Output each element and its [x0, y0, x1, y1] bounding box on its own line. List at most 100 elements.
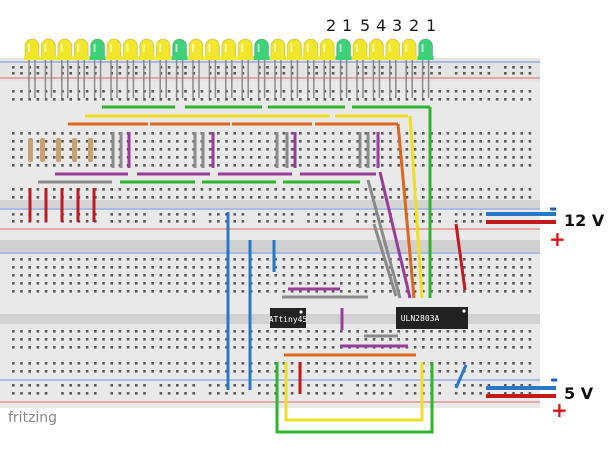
- breadboard-hole: [167, 98, 171, 101]
- breadboard-hole: [520, 188, 523, 191]
- wire-yellow: [408, 115, 424, 299]
- breadboard-hole: [61, 258, 64, 261]
- breadboard-hole: [61, 156, 64, 159]
- breadboard-hole: [446, 290, 450, 293]
- breadboard-hole: [151, 282, 154, 285]
- breadboard-hole: [274, 188, 277, 191]
- breadboard-hole: [258, 338, 261, 341]
- breadboard-hole: [184, 188, 187, 191]
- chip-uln2803a: ULN2803A: [396, 307, 468, 329]
- breadboard-hole: [208, 266, 212, 269]
- breadboard-hole: [487, 392, 491, 395]
- breadboard-hole: [192, 370, 195, 373]
- breadboard-hole: [20, 370, 23, 373]
- breadboard-hole: [258, 266, 261, 269]
- breadboard-hole: [110, 346, 113, 349]
- breadboard-hole: [364, 392, 368, 395]
- breadboard-hole: [413, 148, 417, 151]
- breadboard-hole: [184, 72, 187, 75]
- breadboard-hole: [463, 66, 466, 69]
- breadboard-hole: [446, 274, 450, 277]
- breadboard-hole: [69, 274, 72, 277]
- breadboard-hole: [340, 258, 343, 261]
- breadboard-hole: [504, 140, 507, 143]
- breadboard-hole: [53, 290, 56, 293]
- breadboard-hole: [208, 392, 212, 395]
- breadboard-hole: [208, 384, 212, 387]
- breadboard-hole: [307, 196, 310, 199]
- breadboard-hole: [331, 66, 335, 69]
- breadboard-hole: [12, 338, 15, 341]
- breadboard-hole: [315, 384, 318, 387]
- breadboard-hole: [307, 140, 310, 143]
- led-rim: [204, 56, 221, 60]
- breadboard-hole: [422, 274, 425, 277]
- breadboard-hole: [372, 330, 376, 333]
- breadboard-hole: [266, 196, 269, 199]
- breadboard-hole: [159, 148, 163, 151]
- breadboard-hole: [495, 370, 499, 373]
- breadboard-hole: [454, 140, 458, 143]
- breadboard-hole: [413, 266, 417, 269]
- breadboard-hole: [438, 132, 441, 135]
- breadboard-hole: [118, 90, 122, 93]
- breadboard-hole: [282, 282, 286, 285]
- led-body: [286, 38, 302, 59]
- breadboard-hole: [446, 188, 450, 191]
- breadboard-hole: [413, 164, 417, 167]
- breadboard-hole: [12, 384, 15, 387]
- breadboard-hole: [372, 164, 376, 167]
- led-green: [89, 38, 106, 98]
- led-yellow: [302, 38, 319, 98]
- led-highlight: [372, 44, 375, 52]
- breadboard-hole: [208, 164, 212, 167]
- breadboard-hole: [151, 164, 154, 167]
- breadboard-hole: [200, 188, 204, 191]
- breadboard-hole: [258, 362, 261, 365]
- breadboard-hole: [504, 346, 507, 349]
- breadboard-hole: [61, 266, 64, 269]
- breadboard-hole: [36, 370, 40, 373]
- breadboard-hole: [12, 266, 15, 269]
- breadboard-hole: [110, 282, 113, 285]
- breadboard-hole: [422, 346, 425, 349]
- breadboard-hole: [528, 266, 532, 269]
- breadboard-hole: [167, 188, 171, 191]
- breadboard-hole: [299, 290, 302, 293]
- led-rim: [335, 56, 352, 60]
- breadboard-hole: [331, 266, 335, 269]
- breadboard-hole: [184, 392, 187, 395]
- breadboard-hole: [422, 140, 425, 143]
- breadboard-hole: [495, 196, 499, 199]
- breadboard-hole: [422, 282, 425, 285]
- breadboard-hole: [12, 274, 15, 277]
- breadboard-hole: [36, 72, 40, 75]
- led-highlight: [110, 44, 112, 52]
- breadboard-hole: [61, 370, 64, 373]
- breadboard-hole: [126, 384, 130, 387]
- breadboard-hole: [225, 140, 228, 143]
- breadboard-hole: [430, 338, 433, 341]
- breadboard-hole: [315, 72, 318, 75]
- wire-gray: [366, 179, 402, 299]
- breadboard-hole: [422, 164, 425, 167]
- breadboard-hole: [331, 338, 335, 341]
- breadboard-hole: [348, 90, 351, 93]
- power-leads: [486, 212, 556, 398]
- breadboard-hole: [340, 370, 343, 373]
- breadboard-hole: [258, 274, 261, 277]
- breadboard-hole: [471, 72, 474, 75]
- breadboard-hole: [208, 362, 212, 365]
- led-rim: [368, 56, 385, 60]
- breadboard-hole: [102, 258, 105, 261]
- breadboard-hole: [94, 140, 97, 143]
- breadboard-hole: [430, 66, 433, 69]
- breadboard-hole: [463, 258, 466, 261]
- breadboard-hole: [413, 90, 417, 93]
- breadboard-hole: [315, 290, 318, 293]
- breadboard-hole: [208, 196, 212, 199]
- breadboard-hole: [413, 290, 417, 293]
- breadboard-hole: [110, 384, 113, 387]
- breadboard-hole: [176, 282, 179, 285]
- breadboard-hole: [167, 290, 171, 293]
